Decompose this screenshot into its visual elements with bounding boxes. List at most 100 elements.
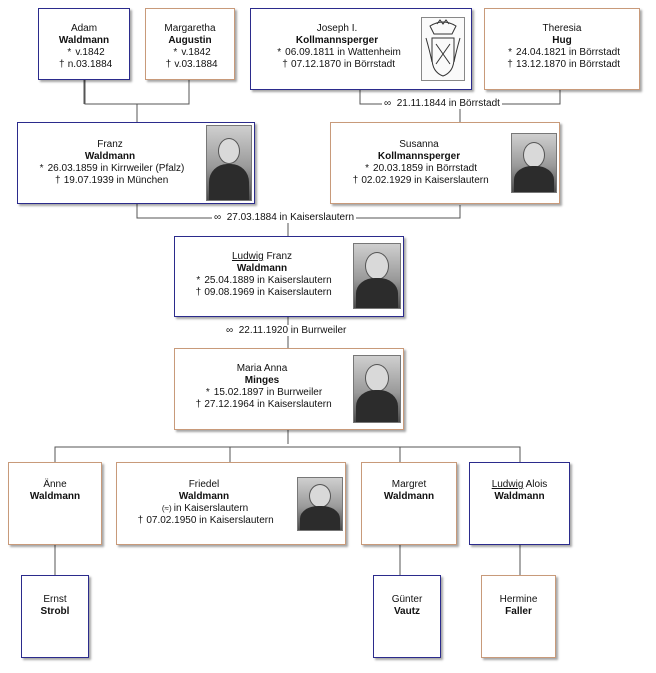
given-name: Margaretha [164,23,216,34]
birth-info: 24.04.1821 in Börrstadt [516,47,620,58]
person-card-maria[interactable]: Maria Anna Minges *15.02.1897 in Burrwei… [174,348,404,430]
marriage-info: 21.11.1844 in Börrstadt [396,98,500,109]
death-symbol: † [352,175,359,186]
given-name: Ludwig Alois [470,479,569,491]
birth-symbol: * [67,47,72,58]
surname: Vautz [393,606,421,617]
portrait-photo [511,133,557,193]
death-info: n.03.1884 [67,59,113,70]
death-info: 09.08.1969 in Kaiserslautern [204,287,332,298]
given-name: Susanna [399,139,439,150]
baptism-symbol: (≈) [161,504,172,513]
surname: Waldmann [236,263,288,274]
person-card-theresia[interactable]: Theresia Hug * 24.04.1821 in Börrstadt †1… [484,8,640,90]
person-card-hermine[interactable]: Hermine Faller [481,575,556,658]
death-symbol: † [195,399,202,410]
death-symbol: † [137,515,144,526]
surname: Minges [244,375,280,386]
death-symbol: † [282,59,288,70]
surname: Waldmann [383,491,435,502]
given-name: Joseph I. [316,23,358,34]
call-name: Ludwig [231,251,264,262]
birth-info: 15.02.1897 in Burrweiler [213,387,323,398]
marriage-info: 22.11.1920 in Burrweiler [238,325,347,336]
surname: Augustin [168,35,212,46]
marriage-ludwig-maria: ∞ 22.11.1920 in Burrweiler [224,325,349,336]
death-info: 07.02.1950 in Kaiserslautern [146,515,274,526]
portrait-photo [297,477,343,531]
surname: Waldmann [84,151,136,162]
death-info: 02.02.1929 in Kaiserslautern [361,175,489,186]
surname: Waldmann [178,491,230,502]
coat-of-arms-image [421,17,465,81]
marriage-info: 27.03.1884 in Kaiserslautern [226,212,355,223]
marriage-symbol: ∞ [384,98,392,109]
person-card-margaretha[interactable]: Margaretha Augustin *v.1842 †v.03.1884 [145,8,235,80]
given-name: Günter [391,594,423,605]
birth-symbol: * [277,47,282,58]
person-card-guenter[interactable]: Günter Vautz [373,575,441,658]
given-name: Friedel [188,479,220,490]
birth-info: v.1842 [75,47,105,58]
given-name: Ernst [43,594,67,605]
portrait-photo [206,125,252,201]
person-card-ernst[interactable]: Ernst Strobl [21,575,89,658]
person-card-joseph[interactable]: Joseph I. Kollmannsperger *06.09.1811 in… [250,8,472,90]
death-symbol: † [507,59,513,70]
given-name: Ludwig Franz [175,251,349,263]
surname: Kollmannsperger [377,151,461,162]
connector-children [54,430,521,462]
person-card-ludwig[interactable]: Ludwig Franz Waldmann *25.04.1889 in Kai… [174,236,404,317]
death-info: 13.12.1870 in Börrstadt [516,59,620,70]
death-symbol: † [195,287,202,298]
birth-symbol: * [39,163,44,174]
birth-info: v.1842 [181,47,211,58]
given-name-rest: Franz [263,251,293,262]
given-name: Franz [97,139,123,150]
death-symbol: † [58,59,65,70]
surname: Waldmann [494,491,545,502]
person-card-aenne[interactable]: Änne Waldmann [8,462,102,545]
marriage-franz-susanna: ∞ 27.03.1884 in Kaiserslautern [212,212,357,223]
surname: Kollmannsperger [295,35,379,46]
connector-adam-margaretha [84,80,190,122]
surname: Waldmann [58,35,110,46]
person-card-adam[interactable]: Adam Waldmann *v.1842 †n.03.1884 [38,8,130,80]
person-card-ludwig-alois[interactable]: Ludwig Alois Waldmann [469,462,570,545]
marriage-joseph-theresia: ∞ 21.11.1844 in Börrstadt [382,98,502,109]
surname: Faller [505,606,532,617]
birth-info: 26.03.1859 in Kirrweiler (Pfalz) [47,163,185,174]
birth-symbol: * [196,275,201,286]
person-card-franz[interactable]: Franz Waldmann *26.03.1859 in Kirrweiler… [17,122,255,204]
given-name: Änne [43,479,67,490]
surname: Strobl [40,606,70,617]
death-info: v.03.1884 [174,59,218,70]
portrait-photo [353,355,401,423]
death-info: 07.12.1870 in Börrstadt [291,59,395,70]
birth-info: 06.09.1811 in Wattenheim [285,47,401,58]
person-card-margret[interactable]: Margret Waldmann [361,462,457,545]
given-name-rest: Alois [523,479,548,490]
death-info: 19.07.1939 in München [63,175,169,186]
given-name: Adam [70,23,98,34]
portrait-photo [353,243,401,309]
birth-symbol: * [173,47,178,58]
death-symbol: † [54,175,61,186]
person-card-friedel[interactable]: Friedel Waldmann (≈)in Kaiserslautern †0… [116,462,346,545]
birth-symbol: * [365,163,369,174]
birth-symbol: * [508,47,512,58]
death-info: 27.12.1964 in Kaiserslautern [204,399,332,410]
given-name: Hermine [499,594,538,605]
given-name: Margret [391,479,427,490]
call-name: Ludwig [491,479,524,490]
birth-info: 25.04.1889 in Kaiserslautern [204,275,332,286]
given-name: Theresia [542,23,582,34]
given-name: Maria Anna [236,363,288,374]
marriage-symbol: ∞ [214,212,222,223]
birth-symbol: * [205,387,210,398]
surname: Hug [552,35,572,46]
marriage-symbol: ∞ [226,325,234,336]
surname: Waldmann [29,491,81,502]
person-card-susanna[interactable]: Susanna Kollmannsperger *20.03.1859 in B… [330,122,560,204]
